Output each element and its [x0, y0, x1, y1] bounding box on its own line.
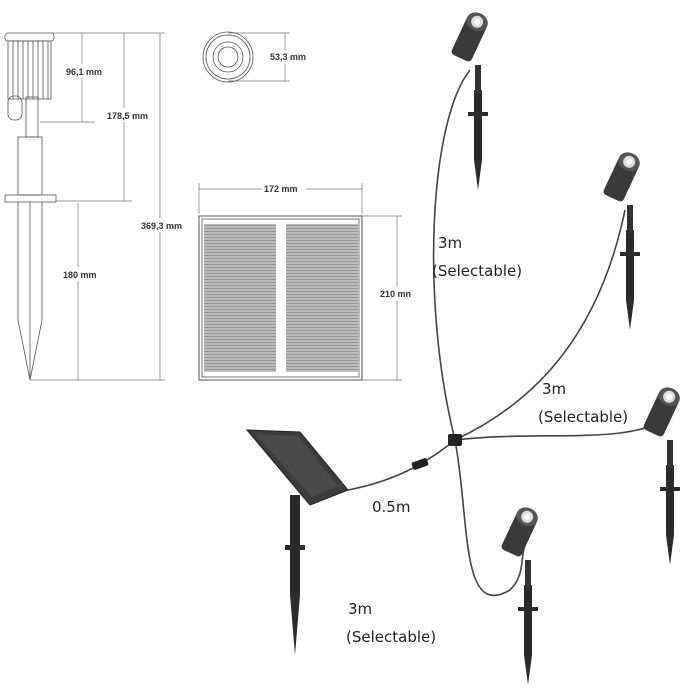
bottom-cable-note: (Selectable)	[346, 628, 436, 646]
panel-width-label: 172 mm	[264, 184, 298, 194]
right-cable-length: 3m	[542, 380, 566, 398]
right-cable-note: (Selectable)	[538, 408, 628, 426]
solar-panel-photo	[245, 429, 349, 655]
spotlight-4	[500, 504, 541, 685]
total-height-label: 369,3 mm	[141, 221, 182, 231]
top-cable-note: (Selectable)	[432, 262, 522, 280]
cable-splitter	[448, 434, 462, 446]
stake-length-label: 180 mm	[63, 270, 97, 280]
top-cable-length: 3m	[438, 234, 462, 252]
lens-diameter-label: 53,3 mm	[270, 52, 306, 62]
cables	[347, 69, 666, 597]
cable-connector	[411, 458, 429, 470]
spotlight-technical-drawing	[4, 32, 57, 381]
solar-panel-drawing	[198, 183, 402, 381]
panel-height-label: 210 mn	[380, 289, 411, 299]
upper-height-label: 178,5 mm	[107, 111, 148, 121]
spotlight-1	[450, 9, 491, 190]
spotlight-3	[642, 384, 683, 565]
spotlight-2	[602, 149, 643, 330]
spotlight-dimension-lines	[30, 32, 165, 381]
lens-drawing	[202, 31, 290, 83]
head-height-label: 96,1 mm	[66, 67, 102, 77]
panel-cable-length: 0.5m	[372, 498, 410, 516]
bottom-cable-length: 3m	[348, 600, 372, 618]
